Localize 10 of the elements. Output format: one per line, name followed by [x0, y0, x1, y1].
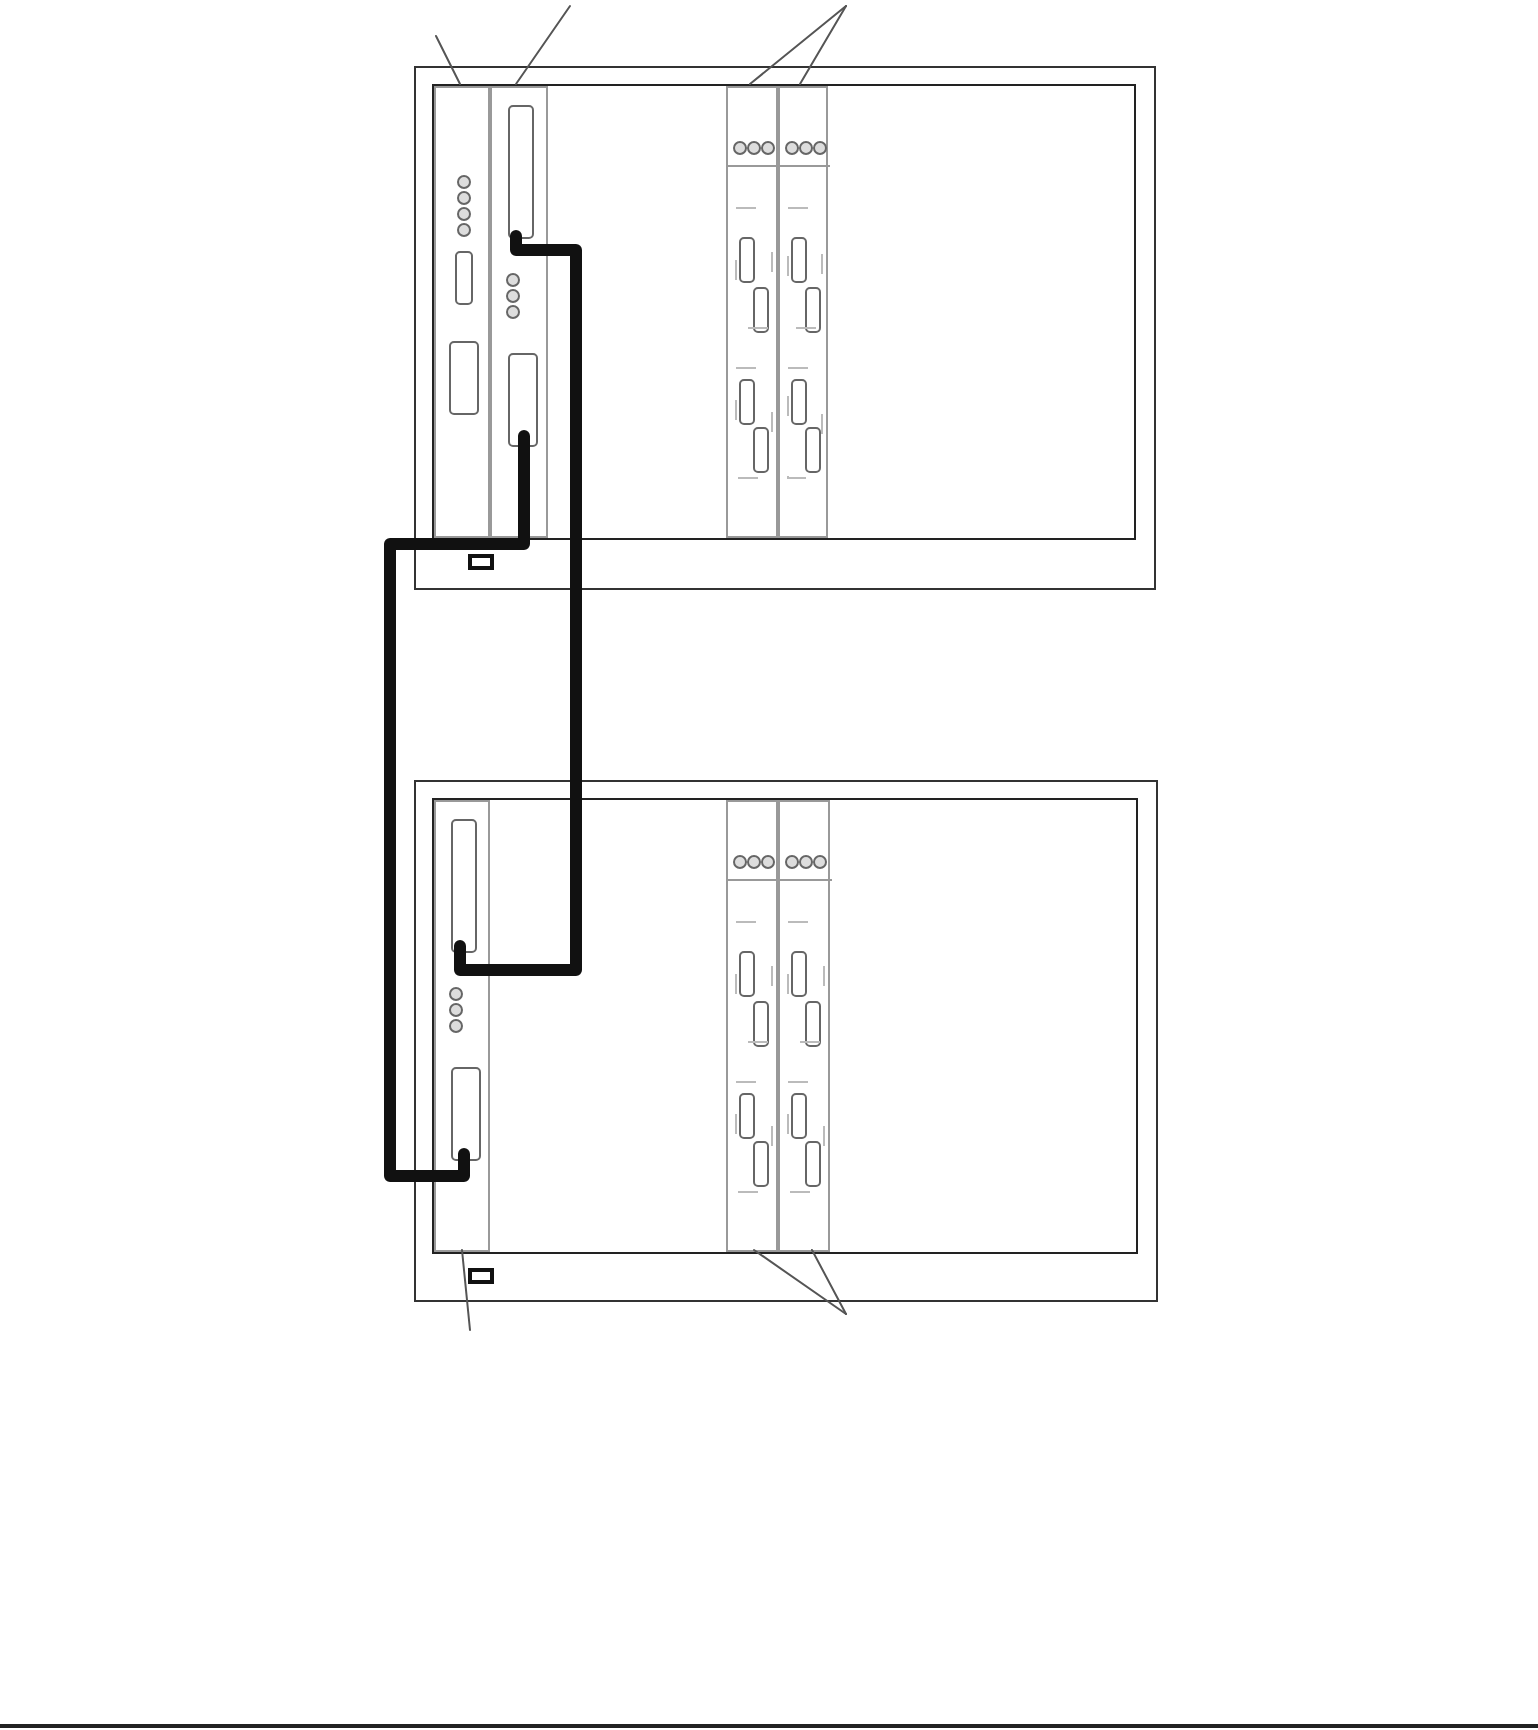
leader-line: [749, 5, 847, 85]
mainframe-chassis: [414, 66, 1156, 590]
leader-line: [515, 5, 571, 85]
mainframe-chassis: [414, 780, 1158, 1302]
leader-line: [811, 1249, 847, 1315]
cable: [454, 230, 582, 976]
leader-line: [435, 35, 461, 85]
leader-line: [753, 1249, 847, 1315]
leader-line: [461, 1249, 471, 1331]
leader-line: [799, 5, 847, 85]
